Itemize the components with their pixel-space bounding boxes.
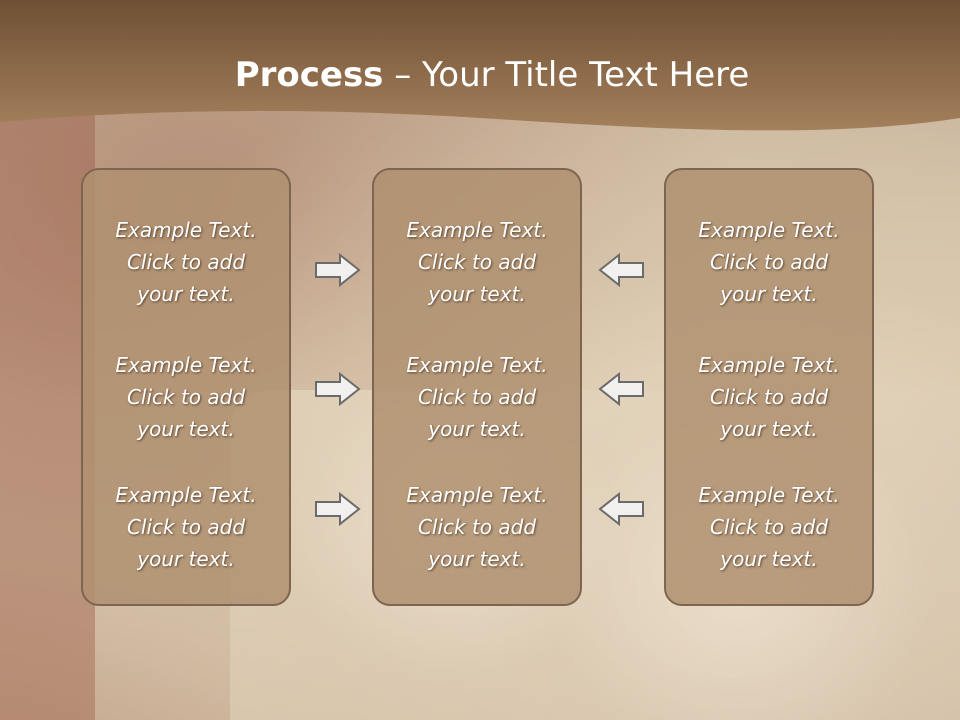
text-line: your text. xyxy=(137,282,235,306)
text-line: Click to add xyxy=(126,515,246,539)
text-line: Example Text. xyxy=(406,353,548,377)
text-line: Example Text. xyxy=(115,353,257,377)
text-block[interactable]: Example Text. Click to add your text. xyxy=(83,214,289,310)
title-banner-shape xyxy=(0,0,960,131)
text-line: your text. xyxy=(720,417,818,441)
arrow-right-icon xyxy=(315,252,361,288)
text-line: Click to add xyxy=(126,250,246,274)
text-line: your text. xyxy=(428,417,526,441)
text-line: Click to add xyxy=(126,385,246,409)
arrow-left-icon xyxy=(598,371,644,407)
text-block[interactable]: Example Text. Click to add your text. xyxy=(374,214,580,310)
text-line: Example Text. xyxy=(115,483,257,507)
text-block[interactable]: Example Text. Click to add your text. xyxy=(666,214,872,310)
text-block[interactable]: Example Text. Click to add your text. xyxy=(374,479,580,575)
text-line: your text. xyxy=(137,417,235,441)
text-block[interactable]: Example Text. Click to add your text. xyxy=(374,349,580,445)
text-line: Example Text. xyxy=(698,483,840,507)
text-line: Example Text. xyxy=(115,218,257,242)
text-line: your text. xyxy=(428,547,526,571)
arrow-left-icon xyxy=(598,252,644,288)
text-block[interactable]: Example Text. Click to add your text. xyxy=(83,349,289,445)
title-bold-part: Process xyxy=(234,55,384,95)
text-line: your text. xyxy=(720,547,818,571)
arrow-left-icon xyxy=(598,491,644,527)
text-line: Example Text. xyxy=(698,218,840,242)
text-line: Example Text. xyxy=(698,353,840,377)
text-line: Click to add xyxy=(417,515,537,539)
title-banner: Process – Your Title Text Here xyxy=(0,0,960,150)
process-column-3[interactable]: Example Text. Click to add your text. Ex… xyxy=(664,168,874,606)
text-line: your text. xyxy=(137,547,235,571)
text-block[interactable]: Example Text. Click to add your text. xyxy=(666,479,872,575)
text-line: Click to add xyxy=(417,250,537,274)
arrow-right-icon xyxy=(315,371,361,407)
background-cabinet xyxy=(0,110,95,720)
text-block[interactable]: Example Text. Click to add your text. xyxy=(666,349,872,445)
text-line: Example Text. xyxy=(406,483,548,507)
page-title: Process – Your Title Text Here xyxy=(0,52,960,98)
text-line: your text. xyxy=(428,282,526,306)
text-block[interactable]: Example Text. Click to add your text. xyxy=(83,479,289,575)
arrow-right-icon xyxy=(315,491,361,527)
process-column-2[interactable]: Example Text. Click to add your text. Ex… xyxy=(372,168,582,606)
text-line: Click to add xyxy=(709,250,829,274)
process-column-1[interactable]: Example Text. Click to add your text. Ex… xyxy=(81,168,291,606)
text-line: your text. xyxy=(720,282,818,306)
text-line: Click to add xyxy=(709,515,829,539)
text-line: Example Text. xyxy=(406,218,548,242)
text-line: Click to add xyxy=(417,385,537,409)
title-rest-part: – Your Title Text Here xyxy=(383,55,750,95)
text-line: Click to add xyxy=(709,385,829,409)
